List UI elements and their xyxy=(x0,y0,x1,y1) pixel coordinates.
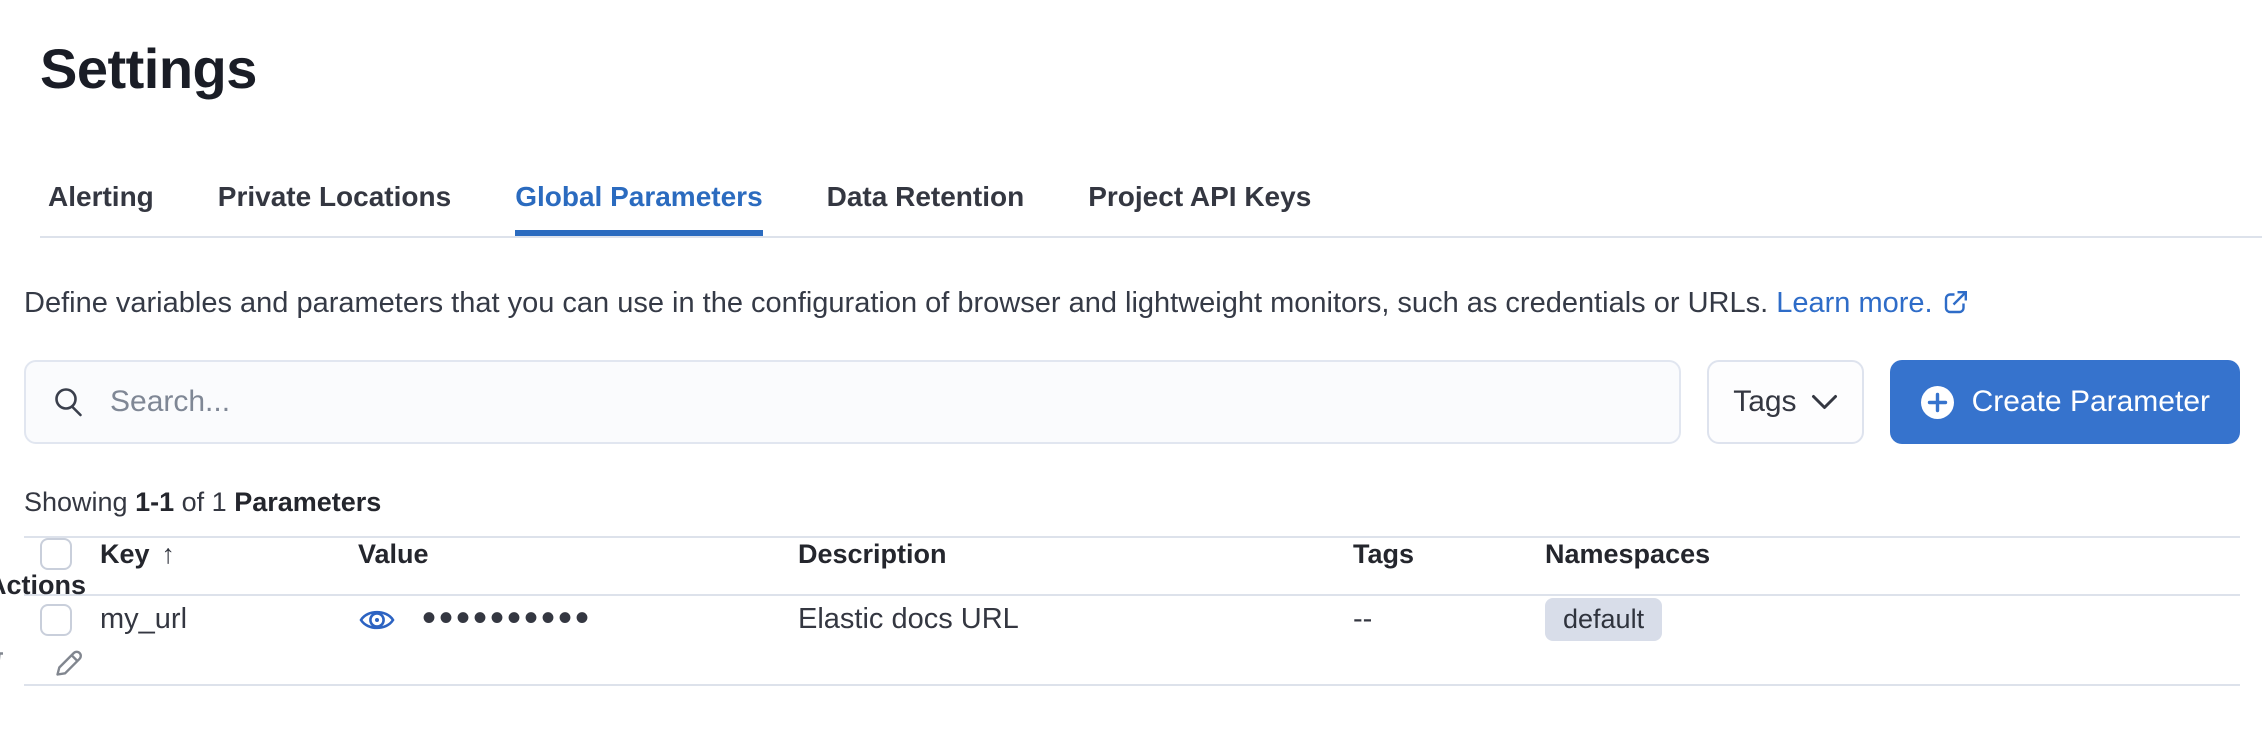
toolbar: Tags Create Parameter xyxy=(24,360,2240,444)
search-input[interactable] xyxy=(110,385,1670,419)
create-parameter-button[interactable]: Create Parameter xyxy=(1889,360,2240,444)
pencil-icon xyxy=(51,646,86,681)
tags-filter-label: Tags xyxy=(1733,385,1797,418)
key-cell: my_url xyxy=(100,603,188,635)
tab-private-locations[interactable]: Private Locations xyxy=(217,181,452,212)
learn-more-link[interactable]: Learn more. xyxy=(1776,287,1933,319)
external-link-icon xyxy=(1943,283,1969,330)
tab-data-retention[interactable]: Data Retention xyxy=(826,181,1025,212)
summary-showing: Showing xyxy=(24,487,128,517)
create-parameter-label: Create Parameter xyxy=(1971,385,2210,418)
page-header: Settings Alerting Private Locations Glob… xyxy=(0,0,2262,238)
column-header-value: Value xyxy=(358,538,429,569)
chevron-down-icon xyxy=(1811,394,1838,411)
description: Define variables and parameters that you… xyxy=(24,280,2240,330)
magnifier-icon xyxy=(52,385,86,419)
value-cell: •••••••••• xyxy=(358,598,798,638)
summary-entity: Parameters xyxy=(234,487,382,517)
namespace-badge: default xyxy=(1545,598,1663,641)
masked-value: •••••••••• xyxy=(422,595,593,640)
summary-range: 1-1 xyxy=(135,487,175,517)
tab-global-parameters[interactable]: Global Parameters xyxy=(515,180,762,236)
namespaces-cell: default xyxy=(1545,598,2240,641)
delete-parameter-button[interactable] xyxy=(0,645,7,682)
tabs-nav: Alerting Private Locations Global Parame… xyxy=(40,180,2262,238)
table-row: my_url •••••••••• Elastic docs URL -- de… xyxy=(0,596,2240,686)
column-header-tags: Tags xyxy=(1353,538,1415,569)
tags-filter-button[interactable]: Tags xyxy=(1707,360,1864,444)
reveal-value-button[interactable] xyxy=(358,605,396,635)
column-header-key[interactable]: Key ↑ xyxy=(100,538,176,569)
description-text: Define variables and parameters that you… xyxy=(24,287,1769,319)
header-checkbox-cell xyxy=(24,538,100,570)
tab-panel-global-parameters: Define variables and parameters that you… xyxy=(0,280,2262,686)
search-box xyxy=(24,360,1682,444)
edit-parameter-button[interactable] xyxy=(51,646,86,681)
tags-cell: -- xyxy=(1353,603,1373,635)
plus-in-circle-filled-icon xyxy=(1920,385,1955,420)
select-all-checkbox[interactable] xyxy=(40,538,72,570)
description-cell: Elastic docs URL xyxy=(798,603,1019,635)
column-header-description: Description xyxy=(798,538,947,569)
tab-project-api-keys[interactable]: Project API Keys xyxy=(1088,181,1312,212)
parameters-table: Key ↑ Value Description Tags Namespaces … xyxy=(0,536,2240,686)
column-header-actions: Actions xyxy=(0,570,86,600)
page-title: Settings xyxy=(40,37,257,100)
summary-of: of 1 xyxy=(181,487,227,517)
table-header-row: Key ↑ Value Description Tags Namespaces … xyxy=(0,536,2240,600)
tab-alerting[interactable]: Alerting xyxy=(48,181,154,212)
results-summary: Showing 1-1 of 1 Parameters xyxy=(24,484,2240,520)
row-checkbox[interactable] xyxy=(40,603,72,636)
sort-ascending-icon: ↑ xyxy=(161,538,176,569)
actions-cell xyxy=(0,645,100,682)
trash-icon xyxy=(0,645,7,682)
row-checkbox-cell xyxy=(24,603,100,636)
column-header-namespaces: Namespaces xyxy=(1545,538,1711,569)
eye-icon xyxy=(358,605,396,635)
